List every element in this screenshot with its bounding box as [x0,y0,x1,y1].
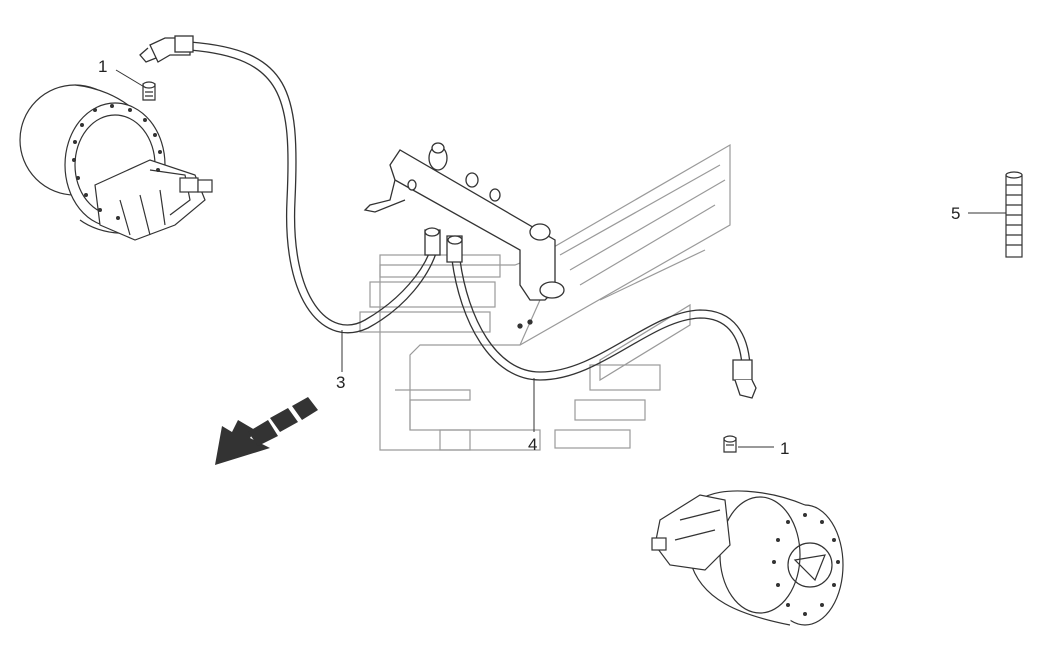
callout-item-4: 4 [528,435,538,454]
leader-lines [115,69,1006,448]
fitting-item-1-bottom [723,435,737,453]
callout-item-5: 5 [951,204,961,223]
fitting-block [363,142,565,329]
fitting-item-1-top [142,81,156,101]
hose-4 [446,235,757,399]
hose-3 [139,35,441,334]
leader-1-top [115,69,147,89]
sleeve-item-5 [1005,171,1023,258]
travel-motor-right [651,490,844,626]
callout-item-3: 3 [336,373,346,392]
travel-motor-left [19,84,213,241]
bolt-ring-left [72,104,162,220]
callout-item-1-bottom: 1 [780,439,790,458]
bolt-ring-right [772,513,840,616]
callout-item-1-top: 1 [98,57,108,76]
direction-arrow [215,397,318,465]
